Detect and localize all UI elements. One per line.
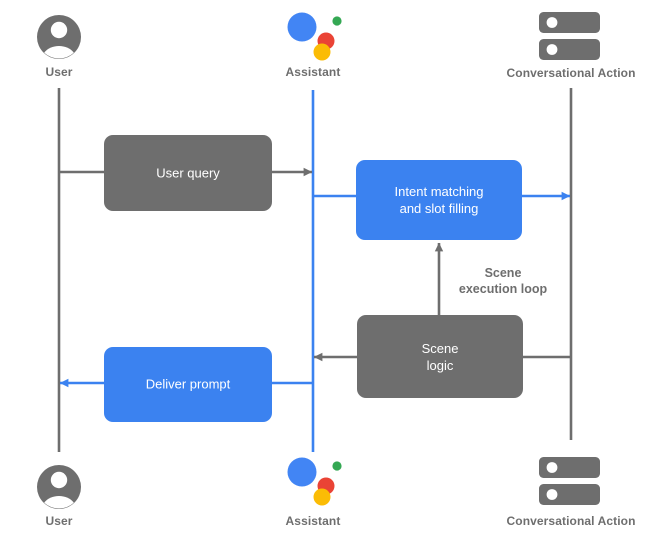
lane-label-assistant-top: Assistant <box>285 65 341 79</box>
lane-label-assistant-bottom: Assistant <box>285 514 341 528</box>
user-avatar-icon-bottom <box>37 465 81 509</box>
node-deliver-prompt-box[interactable] <box>104 347 272 422</box>
annotation-scene-execution-loop: Scene execution loop <box>458 266 548 296</box>
user-avatar-icon <box>37 15 81 59</box>
node-intent-matching-box[interactable] <box>356 160 522 240</box>
lane-label-user-top: User <box>45 65 73 79</box>
node-user-query-box[interactable] <box>104 135 272 211</box>
google-assistant-icon-bottom <box>287 457 342 506</box>
lane-label-conversational-action-top: Conversational Action <box>506 66 636 80</box>
lane-label-user-bottom: User <box>45 514 73 528</box>
server-rack-icon <box>539 12 600 60</box>
google-assistant-icon <box>287 12 342 61</box>
node-scene-logic-box[interactable] <box>357 315 523 398</box>
server-rack-icon-bottom <box>539 457 600 505</box>
lane-label-conversational-action-bottom: Conversational Action <box>506 514 636 528</box>
